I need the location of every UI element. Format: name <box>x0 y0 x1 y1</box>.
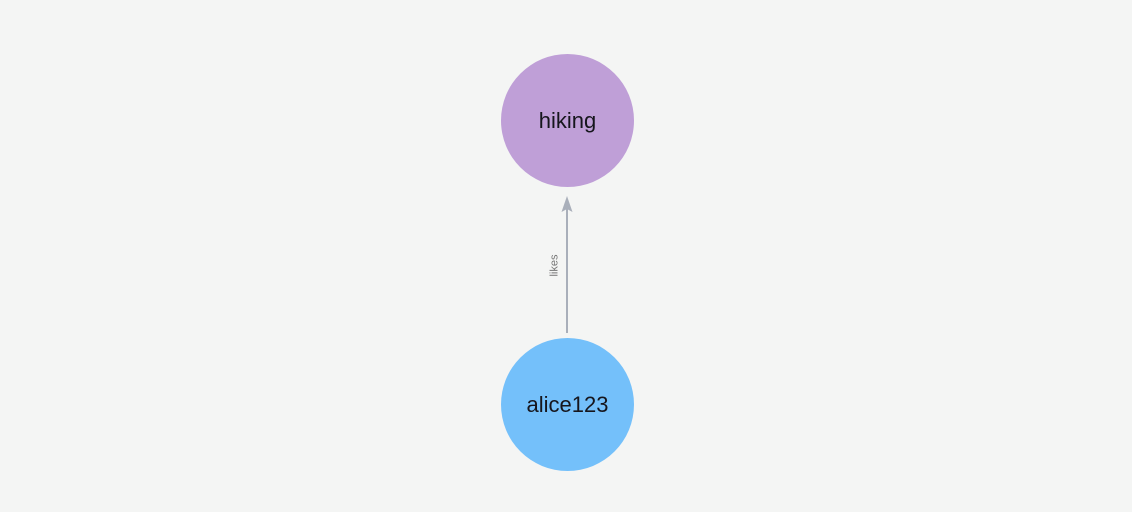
edge-label-likes: likes <box>548 253 561 277</box>
edge-alice123-likes-hiking[interactable] <box>561 196 573 333</box>
graph-node-hiking-label: hiking <box>538 107 597 133</box>
graph-node-alice123-label: alice123 <box>526 391 609 417</box>
graph-node-hiking[interactable]: hiking <box>501 54 634 187</box>
arrowhead-icon <box>561 196 573 212</box>
graph-node-alice123[interactable]: alice123 <box>501 338 634 471</box>
edge-label-container: likes <box>548 243 562 287</box>
